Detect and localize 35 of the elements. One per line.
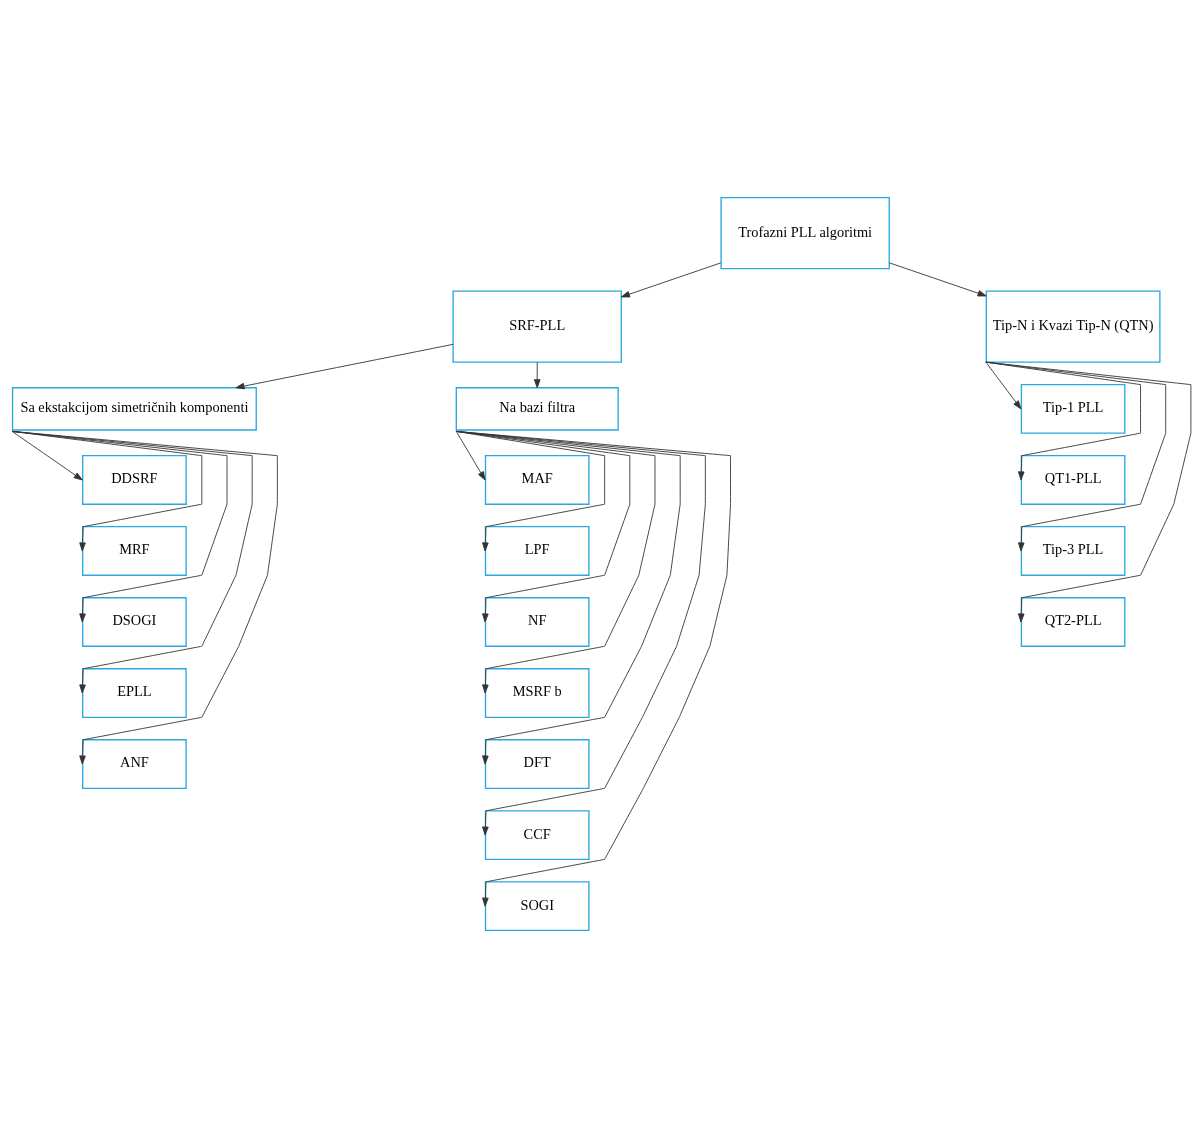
node-box: Sa ekstakcijom simetričnih komponenti [11,387,257,431]
arrow [985,361,1192,623]
arrow [235,343,454,390]
arrow [889,262,987,297]
arrow [455,430,631,623]
node-box: SRF-PLL [452,290,622,363]
node-box: DDSRF [82,454,187,505]
node-box: Tip-N i Kvazi Tip-N (QTN) [985,290,1161,363]
node-box: MAF [484,454,590,505]
node-box: QT2-PLL [1020,597,1126,647]
arrow [620,262,722,298]
node-box: Na bazi filtra [455,387,619,431]
node-box: MRF [82,526,187,576]
arrow [11,430,253,694]
node-box: Trofazni PLL algoritmi [720,196,890,270]
arrow [455,430,681,765]
node-box: Tip-1 PLL [1020,383,1126,434]
arrow [455,430,706,836]
arrow [985,361,1022,410]
node-box: DSOGI [82,597,187,647]
arrow [455,430,486,481]
arrow [985,361,1141,481]
arrow [11,430,203,552]
node-box: EPLL [82,668,187,718]
arrow [11,430,228,623]
arrow [11,430,278,765]
arrow [533,361,541,389]
arrow [455,430,731,907]
node-box: QT1-PLL [1020,454,1126,505]
node-box: ANF [82,739,187,789]
node-box: Tip-3 PLL [1020,526,1126,576]
arrow [455,430,656,694]
arrow [455,430,606,552]
arrow [11,430,83,481]
arrow [985,361,1167,552]
